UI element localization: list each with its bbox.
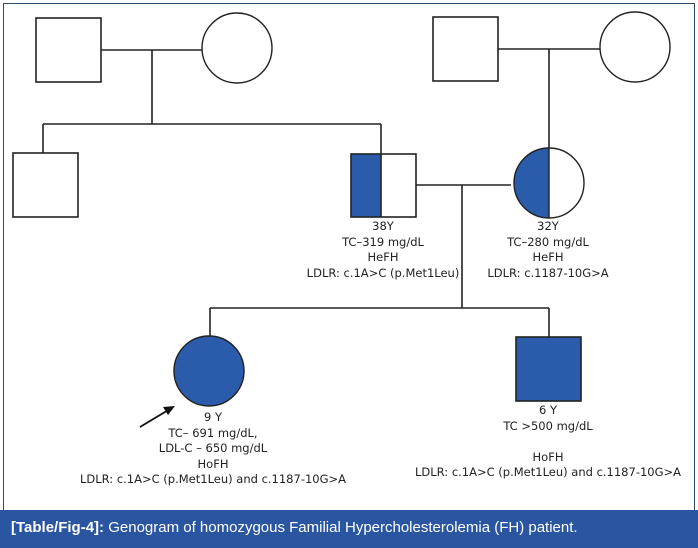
proband-arrow-icon — [139, 406, 175, 428]
brother-diagnosis: HoFH — [532, 449, 564, 464]
father-label: 38Y TC–319 mg/dL HeFH LDLR: c.1A>C (p.Me… — [307, 219, 460, 281]
proband-ldlc: LDL-C – 650 mg/dL — [158, 441, 268, 455]
mother-diagnosis: HeFH — [532, 250, 564, 264]
proband-age: 9 Y — [204, 410, 222, 424]
mother-label: 32Y TC–280 mg/dL HeFH LDLR: c.1187-10G>A — [487, 219, 608, 281]
proband-diagnosis: HoFH — [197, 456, 229, 471]
brother-label: 6 Y TC >500 mg/dL HoFH LDLR: c.1A>C (p.M… — [415, 403, 681, 481]
father-age: 38Y — [372, 219, 394, 233]
mother-tc: TC–280 mg/dL — [507, 234, 589, 249]
mother-mutation: LDLR: c.1187-10G>A — [487, 265, 609, 280]
father-mutation: LDLR: c.1A>C (p.Met1Leu) — [306, 265, 460, 280]
father-diagnosis: HeFH — [367, 250, 399, 264]
father-tc: TC–319 mg/dL — [342, 234, 424, 249]
caption-tag: [Table/Fig-4]: — [11, 519, 105, 536]
proband-symbol — [173, 335, 245, 407]
brother-tc: TC >500 mg/dL — [503, 418, 593, 433]
brother-symbol — [515, 336, 582, 402]
pedigree-diagram — [12, 11, 671, 428]
brother-spacer — [415, 434, 681, 450]
proband-tc: TC– 691 mg/dL, — [168, 425, 258, 440]
mother-age: 32Y — [537, 219, 559, 233]
caption-text: Genogram of homozygous Familial Hypercho… — [104, 519, 578, 536]
brother-mutation: LDLR: c.1A>C (p.Met1Leu) and c.1187-10G>… — [414, 465, 682, 479]
mother-symbol — [513, 147, 585, 219]
mother-affected-half — [514, 148, 549, 218]
figure-frame — [3, 3, 695, 511]
father-symbol — [350, 153, 417, 218]
maternal-grandmother-symbol — [599, 11, 671, 83]
proband-label: 9 Y TC– 691 mg/dL, LDL-C – 650 mg/dL HoF… — [80, 410, 346, 488]
paternal-grandfather-symbol — [35, 17, 102, 83]
figure-caption: [Table/Fig-4]: Genogram of homozygous Fa… — [0, 510, 698, 548]
brother-age: 6 Y — [539, 403, 557, 417]
proband-mutation: LDLR: c.1A>C (p.Met1Leu) and c.1187-10G>… — [79, 472, 347, 486]
father-affected-half — [351, 154, 381, 217]
paternal-uncle-symbol — [12, 152, 79, 218]
maternal-grandfather-symbol — [432, 16, 499, 82]
paternal-grandmother-symbol — [201, 12, 273, 84]
